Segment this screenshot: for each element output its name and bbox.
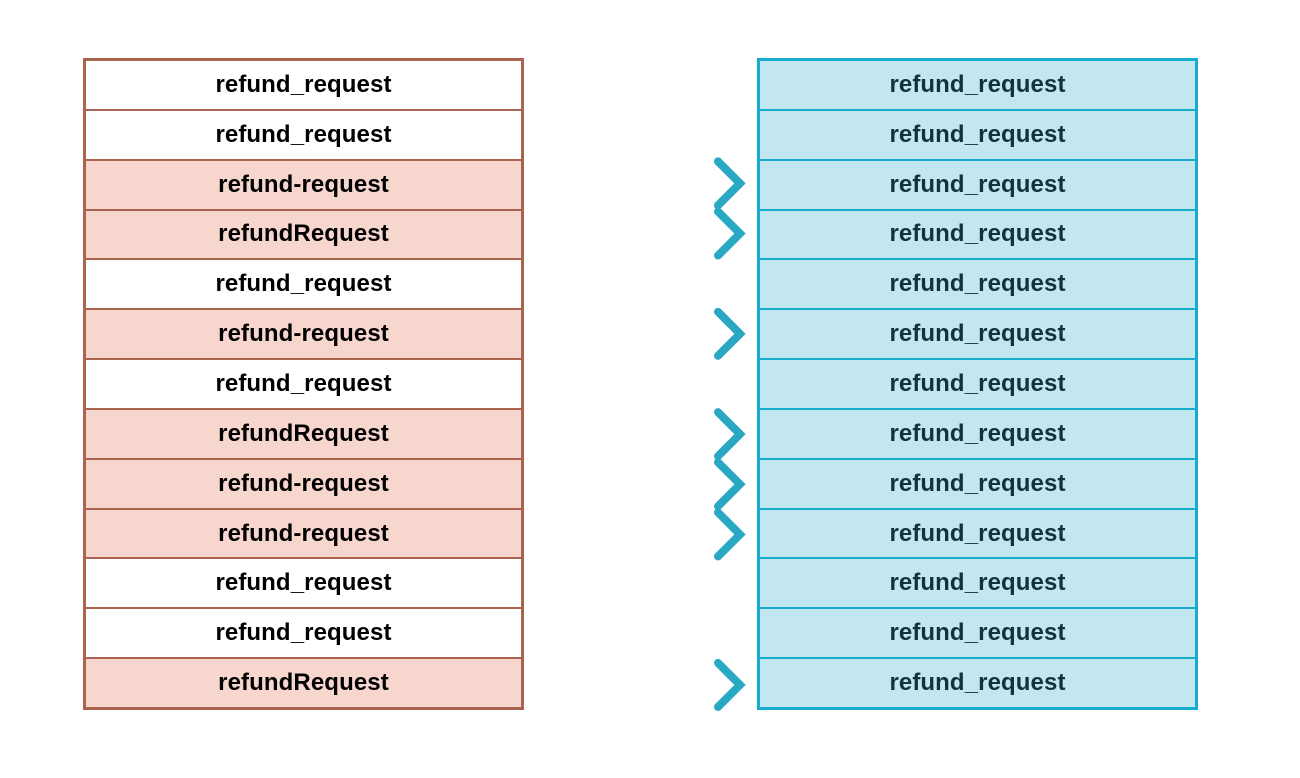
- source-row: refund-request: [86, 509, 521, 560]
- mapping-arrow: [543, 157, 746, 210]
- source-row: refund_request: [86, 260, 521, 311]
- source-row-label: refund-request: [218, 469, 389, 497]
- arrow-right-icon: [714, 658, 746, 711]
- source-row-label: refundRequest: [218, 419, 389, 447]
- target-row: refund_request: [760, 559, 1195, 610]
- target-row: refund_request: [760, 210, 1195, 261]
- target-row: refund_request: [760, 110, 1195, 161]
- arrow-right-icon: [714, 408, 746, 461]
- arrow-right-icon: [714, 307, 746, 360]
- arrow-right-icon: [714, 207, 746, 260]
- mapping-arrow: [543, 207, 746, 260]
- mapping-arrow: [543, 658, 746, 711]
- source-row-label: refund_request: [215, 369, 392, 397]
- mapping-arrow: [543, 458, 746, 511]
- target-row-label: refund_request: [889, 619, 1066, 647]
- source-row-label: refund_request: [215, 120, 392, 148]
- target-row: refund_request: [760, 61, 1195, 111]
- target-row-label: refund_request: [889, 70, 1066, 98]
- source-row-label: refund_request: [215, 70, 392, 98]
- source-row: refund_request: [86, 61, 521, 111]
- target-table: refund_request refund_request refund_reque…: [757, 58, 1198, 710]
- source-row-label: refund_request: [215, 270, 392, 298]
- mapping-arrow: [543, 408, 746, 461]
- target-row-label: refund_request: [889, 419, 1066, 447]
- source-row: refundRequest: [86, 409, 521, 460]
- target-row-label: refund_request: [889, 220, 1066, 248]
- target-row: refund_request: [760, 160, 1195, 211]
- target-row-label: refund_request: [889, 369, 1066, 397]
- arrow-right-icon: [714, 508, 746, 561]
- source-row: refund_request: [86, 360, 521, 410]
- source-row: refund-request: [86, 310, 521, 361]
- arrow-right-icon: [714, 458, 746, 511]
- source-row: refund_request: [86, 110, 521, 161]
- source-table: refund_request refund_request refund-reque…: [83, 58, 524, 710]
- target-row: refund_request: [760, 609, 1195, 660]
- source-row-label: refundRequest: [218, 220, 389, 248]
- source-row-label: refund-request: [218, 170, 389, 198]
- target-row-label: refund_request: [889, 270, 1066, 298]
- target-row-label: refund_request: [889, 170, 1066, 198]
- source-row: refund-request: [86, 459, 521, 510]
- target-row: refund_request: [760, 509, 1195, 560]
- target-row-label: refund_request: [889, 120, 1066, 148]
- target-row: refund_request: [760, 409, 1195, 460]
- target-row-label: refund_request: [889, 669, 1066, 697]
- target-row-label: refund_request: [889, 569, 1066, 597]
- source-row-label: refund-request: [218, 519, 389, 547]
- target-row-label: refund_request: [889, 519, 1066, 547]
- source-row-label: refund_request: [215, 569, 392, 597]
- target-row-label: refund_request: [889, 469, 1066, 497]
- source-row-label: refundRequest: [218, 669, 389, 697]
- source-row: refundRequest: [86, 659, 521, 707]
- source-row-label: refund-request: [218, 320, 389, 348]
- arrow-right-icon: [714, 157, 746, 210]
- source-row: refund-request: [86, 160, 521, 211]
- target-row: refund_request: [760, 260, 1195, 311]
- target-row-label: refund_request: [889, 320, 1066, 348]
- target-row: refund_request: [760, 659, 1195, 707]
- source-row: refundRequest: [86, 210, 521, 261]
- mapping-arrow: [543, 307, 746, 360]
- source-row-label: refund_request: [215, 619, 392, 647]
- mapping-arrow: [543, 508, 746, 561]
- target-row: refund_request: [760, 360, 1195, 410]
- source-row: refund_request: [86, 559, 521, 610]
- target-row: refund_request: [760, 310, 1195, 361]
- target-row: refund_request: [760, 459, 1195, 510]
- source-row: refund_request: [86, 609, 521, 660]
